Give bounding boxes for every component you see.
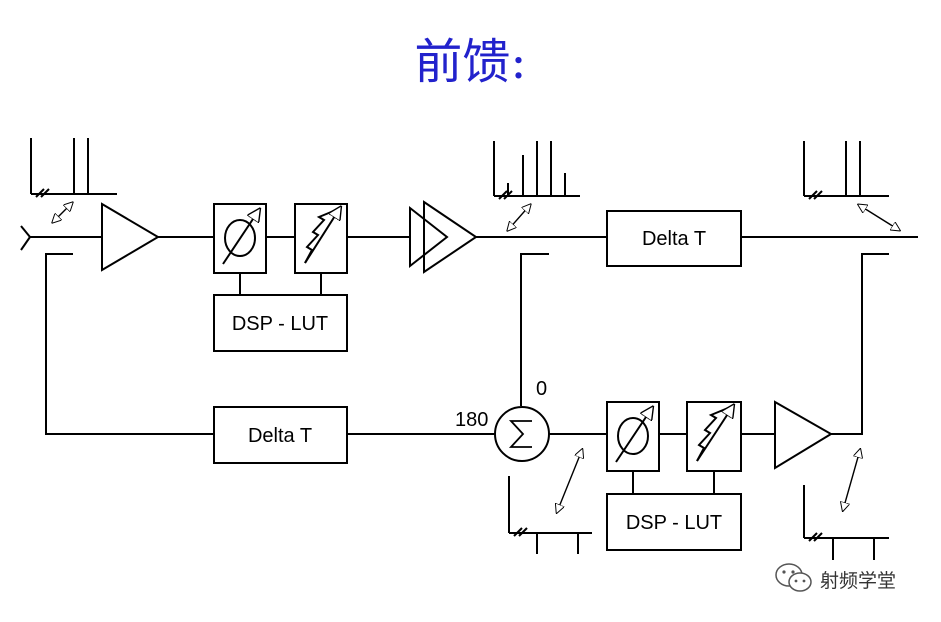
combiner-180-label: 180 <box>455 409 488 431</box>
watermark-text: 射频学堂 <box>820 570 897 592</box>
input-port-icon <box>20 225 31 251</box>
combiner-sigma-icon <box>494 406 550 462</box>
arrow-output <box>859 205 899 230</box>
watermark: 射频学堂 <box>770 560 930 596</box>
dsp-lut-bottom-label: DSP - LUT <box>626 512 722 534</box>
arrow-error-amp <box>843 450 860 510</box>
dsp-lut-top-label: DSP - LUT <box>232 313 328 335</box>
page-title: 前馈: <box>414 34 527 90</box>
phase-shifter-top <box>213 203 267 274</box>
error-sample-wires <box>520 253 549 406</box>
arrow-error <box>557 450 582 512</box>
input-spectrum-icon <box>30 138 117 198</box>
error-amplifier-icon <box>774 400 833 470</box>
pa-output-spectrum-icon <box>493 141 580 200</box>
delay-bottom-box <box>213 406 348 464</box>
error-spectrum-icon <box>508 476 592 554</box>
power-amplifier-icon <box>409 200 478 274</box>
combiner-0-label: 0 <box>536 378 547 400</box>
dsp-control-wires <box>239 273 715 494</box>
arrow-input <box>53 203 72 222</box>
error-amp-spectrum-icon <box>803 485 889 560</box>
output-spectrum-icon <box>803 141 889 200</box>
spectrum-pointer-arrows <box>53 203 899 512</box>
dsp-lut-top-box <box>213 294 348 352</box>
wechat-icon <box>775 563 812 592</box>
dsp-lut-bottom-box <box>606 493 742 551</box>
main-amplifier-icon <box>101 202 160 272</box>
attenuator-bottom <box>686 401 742 472</box>
delay-top-box <box>606 210 742 267</box>
arrow-pa-output <box>508 205 530 230</box>
error-path-wires <box>549 253 889 435</box>
attenuator-top <box>294 203 348 274</box>
phase-shifter-bottom <box>606 401 660 472</box>
delay-bottom-label: Delta T <box>248 425 312 447</box>
reference-path-wires <box>45 253 495 435</box>
delay-top-label: Delta T <box>642 228 706 250</box>
